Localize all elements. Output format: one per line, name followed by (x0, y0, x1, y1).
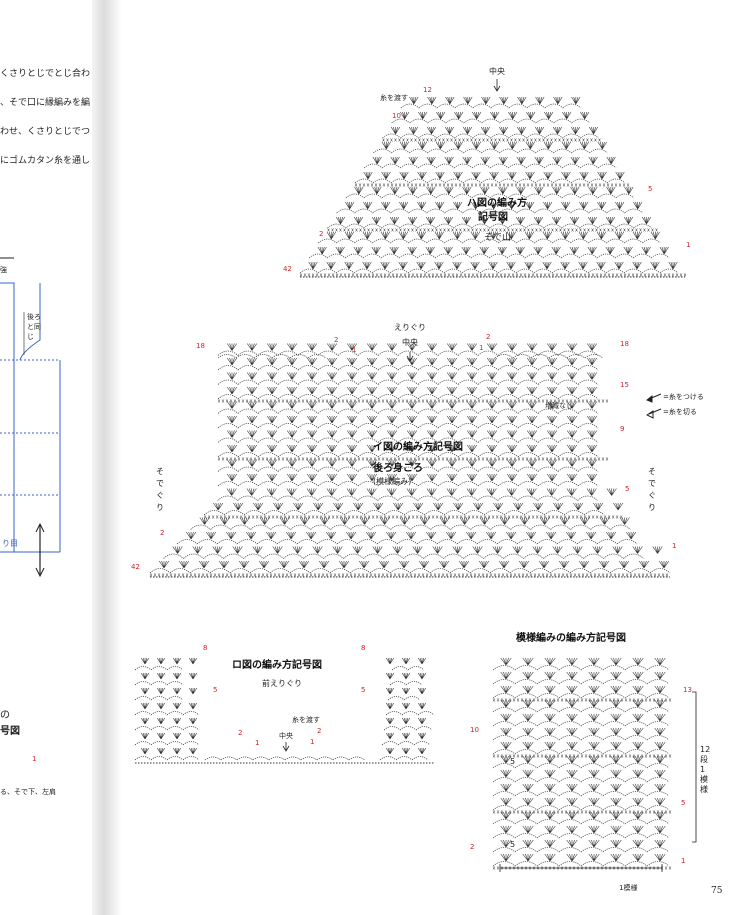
left-text-line-4: にゴムカタン糸を通し (0, 156, 91, 166)
i-row-1-left-top: 1 (352, 346, 357, 354)
i-row-15: 15 (620, 381, 629, 389)
i-armhole-left: そでぐり (156, 467, 164, 512)
ro-title: ロ図の編み方記号図 (232, 660, 322, 671)
ro-row-2-right: 2 (317, 727, 322, 735)
pattern-row-13: 13 (683, 686, 692, 694)
i-row-42: 42 (131, 563, 140, 571)
left-text-line-1: くさりとじでとじ合わ (0, 69, 91, 79)
left-label-back-same: 後ろと同じ (27, 313, 41, 341)
i-center-label: 中央 (402, 338, 418, 347)
ro-diagram-stitches (134, 657, 435, 764)
ro-row-8-right: 8 (361, 644, 366, 652)
pattern-title: 模様編みの編み方記号図 (516, 633, 626, 644)
i-row-18-left: 18 (196, 342, 205, 350)
ha-diagram-stitches (299, 96, 687, 278)
i-diagram-stitches (149, 343, 671, 578)
pattern-inner-5a: 5 (510, 757, 516, 766)
ro-row-1-right: 1 (310, 738, 315, 746)
i-no-increase-label: 増減なし (545, 402, 573, 410)
i-row-5: 5 (625, 485, 630, 493)
pattern-row-5: 5 (681, 799, 686, 807)
page-number: 75 (711, 886, 723, 896)
i-row-18-right: 18 (620, 340, 629, 348)
pattern-row-2: 2 (470, 843, 475, 851)
ha-title-line2: 記号図 (478, 212, 508, 223)
ro-row-5-right: 5 (361, 686, 366, 694)
ha-row-12: 12 (423, 86, 432, 94)
center-arrows (282, 79, 501, 752)
i-row-9: 9 (620, 425, 625, 433)
pattern-repeat-width: 1模様 (619, 884, 638, 892)
ha-center-label: 中央 (489, 67, 505, 76)
left-row-1: 1 (32, 755, 37, 763)
ro-row-1-left: 1 (255, 739, 260, 747)
legend-attach: =糸をつける (663, 393, 704, 401)
book-spine (92, 0, 122, 915)
left-fragment-kigouzu: 号図 (0, 726, 20, 737)
ha-row-5: 5 (648, 185, 653, 193)
i-subtitle2: (模様編み) (373, 477, 412, 486)
i-neckline-label: えりぐり (394, 323, 426, 332)
pattern-row-10: 10 (470, 726, 479, 734)
i-title: イ図の編み方記号図 (373, 442, 463, 453)
ha-title-line1: ハ図の編み方 (467, 198, 527, 209)
i-row-2-right-top: 2 (486, 333, 491, 341)
ha-row-10: 10 (392, 112, 401, 120)
ha-row-42: 42 (283, 265, 292, 273)
left-label-eye: り目 (2, 539, 18, 548)
ro-row-8-left: 8 (203, 644, 208, 652)
i-subtitle: 後ろ身ごろ (373, 463, 423, 474)
ro-row-2-left: 2 (238, 729, 243, 737)
legend-icons (646, 393, 662, 419)
repeat-bracket (499, 691, 697, 872)
ro-pass-yarn: 糸を渡す (292, 716, 320, 724)
i-row-2-left-top: 2 (334, 336, 339, 344)
pattern-repeat-label: 12段1模様 (700, 745, 711, 794)
pattern-row-1: 1 (681, 857, 686, 865)
i-row-2: 2 (160, 529, 165, 537)
ro-row-5-left: 5 (213, 686, 218, 694)
ro-subtitle: 前えりぐり (262, 679, 302, 688)
pattern-inner-5b: 5 (510, 840, 516, 849)
ha-pass-yarn-label: 糸を渡す (380, 94, 408, 102)
left-schematic (0, 257, 61, 578)
i-row-1-right-top: 1 (479, 344, 484, 352)
left-label-dot: 強 (0, 266, 7, 274)
left-fragment-no: の (0, 710, 10, 721)
i-armhole-right: そでぐり (648, 467, 656, 512)
left-text-line-2: 、そで口に縁編みを編 (0, 98, 91, 108)
left-text-line-3: わせ、くさりとじでつ (0, 127, 91, 137)
ha-row-1: 1 (686, 241, 691, 249)
ro-center: 中央 (279, 732, 293, 740)
ha-subtitle: そで山 (484, 233, 512, 243)
left-bottom-note: る、そで下、左肩 (0, 788, 56, 796)
ha-row-2: 2 (319, 230, 324, 238)
pattern-diagram-stitches (492, 657, 672, 870)
i-row-1: 1 (672, 542, 677, 550)
legend-cut: =糸を切る (663, 408, 697, 416)
